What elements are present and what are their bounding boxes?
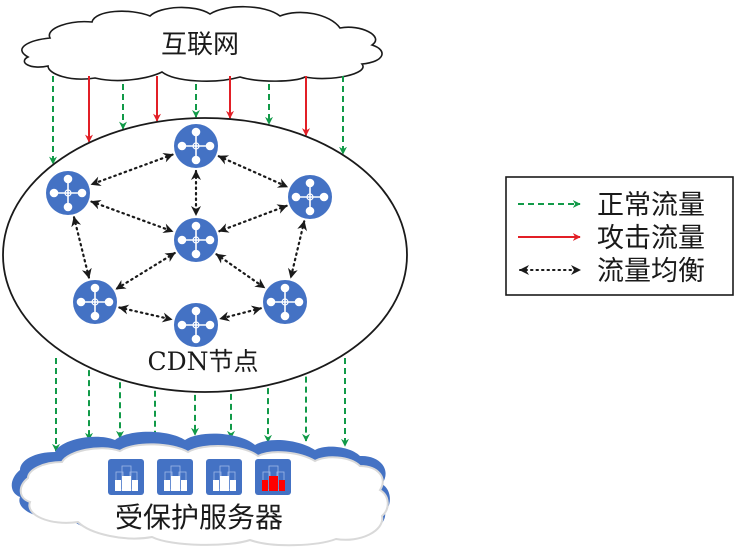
server-icon [255,459,291,495]
balance-link [218,204,288,233]
legend-label: 正常流量 [597,190,705,221]
legend-label: 流量均衡 [597,256,705,287]
balance-link [90,153,174,186]
cdn-node [174,124,218,168]
cdn-label: CDN节点 [147,347,258,376]
server-icon [157,459,193,495]
internet-cloud: 互联网 [21,5,383,82]
cdn-node [263,280,307,324]
balance-link [90,200,174,233]
server-icon [206,459,242,495]
cdn-node [73,280,117,324]
legend-item-balance: 流量均衡 [519,256,705,287]
top-arrows [49,76,347,165]
balance-link [115,251,176,291]
bottom-arrows [52,358,349,452]
cdn-node [46,171,90,215]
balance-link [71,216,92,279]
cdn-node [174,303,218,347]
servers-label: 受保护服务器 [115,501,283,534]
balance-link [118,304,173,323]
balance-link [288,220,307,279]
legend-item-normal: 正常流量 [518,190,705,221]
server-icons [108,459,291,495]
cdn-nodes [46,124,332,347]
balance-link [217,155,289,188]
server-icon [108,459,144,495]
internet-label: 互联网 [161,30,239,60]
legend-label: 攻击流量 [597,223,705,254]
servers-cloud: 受保护服务器 [11,431,390,547]
cdn-node [174,218,218,262]
internet-cloud-shape [21,5,383,82]
legend-item-attack: 攻击流量 [518,223,705,254]
balance-link [215,253,266,289]
cdn-node [288,175,332,219]
balance-link [219,305,262,322]
balance-links [71,153,307,323]
